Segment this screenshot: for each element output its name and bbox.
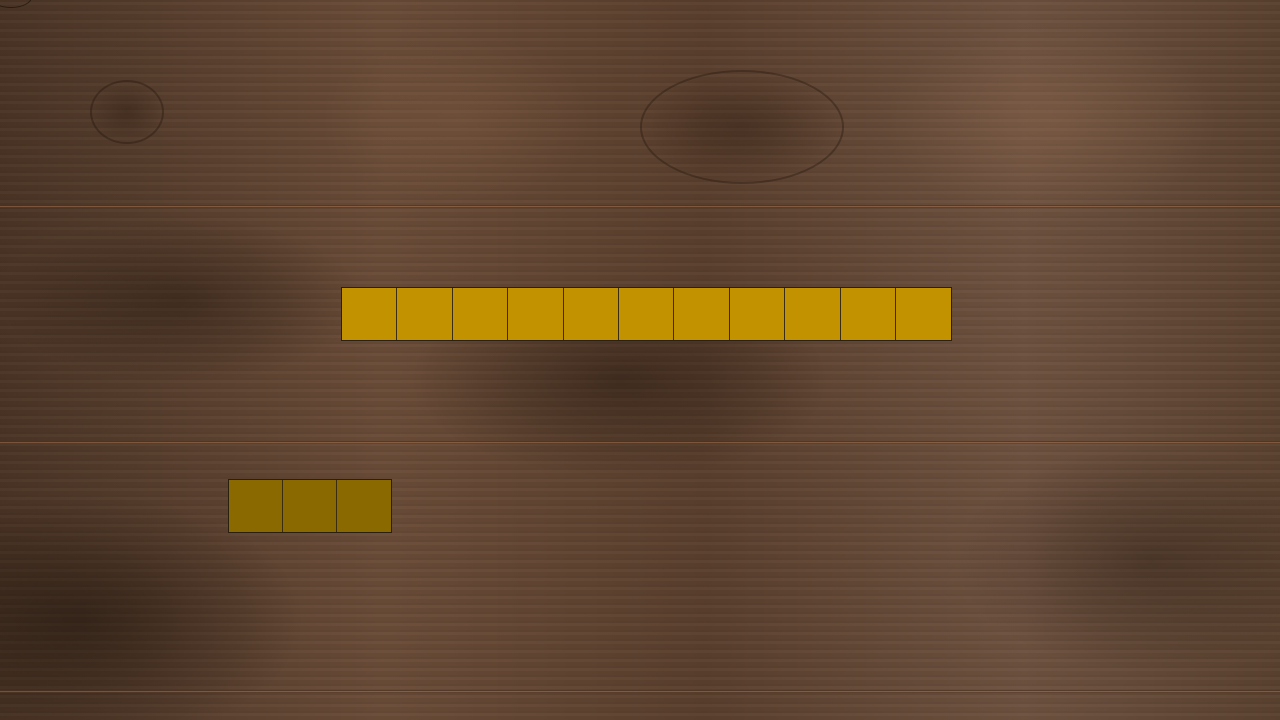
block-cell[interactable] bbox=[729, 288, 786, 340]
block-cell[interactable] bbox=[452, 288, 509, 340]
small-block-cell[interactable] bbox=[283, 480, 337, 532]
plank-seam bbox=[0, 690, 1280, 693]
plank-seam bbox=[0, 205, 1280, 208]
wood-knot bbox=[640, 70, 844, 184]
block-cell[interactable] bbox=[508, 288, 564, 340]
block-cell[interactable] bbox=[895, 288, 952, 340]
block-cell[interactable] bbox=[840, 288, 896, 340]
block-cell[interactable] bbox=[674, 288, 730, 340]
corner-ring-icon bbox=[0, 0, 32, 8]
block-cell[interactable] bbox=[618, 288, 675, 340]
small-block-bar[interactable] bbox=[228, 479, 392, 533]
small-block-cell[interactable] bbox=[229, 480, 283, 532]
small-block-cell[interactable] bbox=[337, 480, 391, 532]
block-cell[interactable] bbox=[785, 288, 841, 340]
block-cell[interactable] bbox=[342, 288, 398, 340]
plank-seam bbox=[0, 441, 1280, 444]
block-cell[interactable] bbox=[563, 288, 619, 340]
main-block-bar[interactable] bbox=[341, 287, 953, 341]
wood-knot bbox=[90, 80, 164, 144]
block-cell[interactable] bbox=[397, 288, 453, 340]
